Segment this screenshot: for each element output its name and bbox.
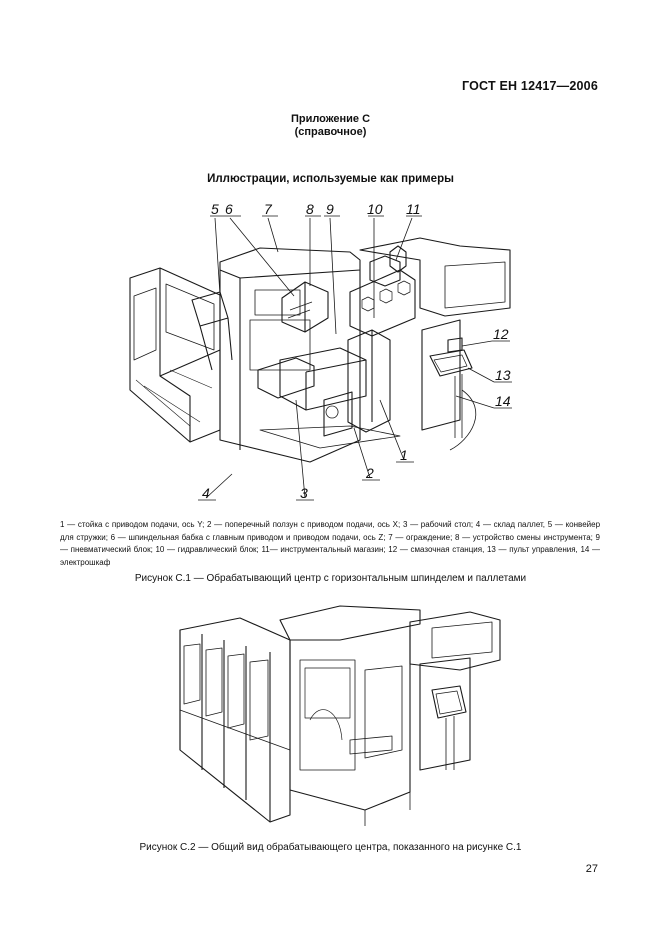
legend-item-3: 3 — рабочий стол; (402, 520, 476, 529)
callout-6: 6 (225, 201, 233, 217)
figure-1-callouts: 5 6 7 8 9 10 11 12 13 14 4 3 2 1 (202, 201, 511, 501)
callout-4: 4 (202, 485, 210, 501)
callout-13: 13 (495, 367, 511, 383)
callout-2: 2 (365, 465, 374, 481)
legend-item-8: 8 — устройство смены инструмента; (454, 532, 596, 542)
appendix-title: Приложение С (290, 113, 371, 125)
callout-8: 8 (306, 201, 314, 217)
figure-1-drawing: 5 6 7 8 9 10 11 12 13 14 4 3 2 1 (100, 200, 570, 515)
callout-14: 14 (495, 393, 511, 409)
figure-1-caption: Рисунок С.1 — Обрабатывающий центр с гор… (134, 573, 527, 584)
callout-7: 7 (264, 201, 273, 217)
page-number: 27 (585, 863, 598, 875)
standard-header: ГОСТ ЕН 12417—2006 (462, 79, 598, 93)
figure-2-svg (179, 605, 501, 826)
callout-10: 10 (367, 201, 383, 217)
legend-item-12: 12 — смазочная станция, (388, 545, 487, 554)
appendix-heading: Приложение С (справочное) (0, 113, 661, 139)
legend-item-4: 4 — склад паллет, (475, 520, 548, 529)
figure-2-drawing (170, 600, 510, 835)
callout-1: 1 (400, 447, 408, 463)
callout-9: 9 (326, 201, 334, 217)
callout-5: 5 (211, 201, 219, 217)
appendix-subtitle: (справочное) (294, 126, 367, 138)
figure-1-svg: 5 6 7 8 9 10 11 12 13 14 4 3 2 1 (129, 201, 512, 501)
legend-item-5: 5 — конвейер для стружки; (60, 520, 601, 542)
figure-2-caption: Рисунок С.2 — Общий вид обрабатывающего … (139, 842, 522, 853)
legend-item-9: 9 — пневматический блок; (60, 532, 600, 555)
legend-item-1: 1 — стойка с приводом подачи, ось Y; (60, 520, 208, 529)
legend-item-2: 2 — поперечный ползун с приводом подачи,… (207, 520, 403, 529)
legend-item-14: 14 — электрошкаф (60, 545, 601, 567)
legend-item-10: 10 — гидравлический блок; (155, 545, 262, 554)
figure-1-legend: 1 — стойка с приводом подачи, ось Y; 2 —… (60, 519, 600, 569)
legend-item-13: 13 — пульт управления, (486, 545, 581, 554)
section-title: Иллюстрации, используемые как примеры (207, 173, 454, 185)
legend-item-7: 7 — ограждение; (388, 532, 455, 542)
callout-12: 12 (493, 326, 509, 342)
legend-item-11: 11— инструментальный магазин; (261, 545, 389, 554)
callout-11: 11 (406, 201, 421, 217)
callout-3: 3 (300, 485, 308, 501)
legend-item-6: 6 — шпиндельная бабка с главным приводом… (110, 532, 389, 542)
